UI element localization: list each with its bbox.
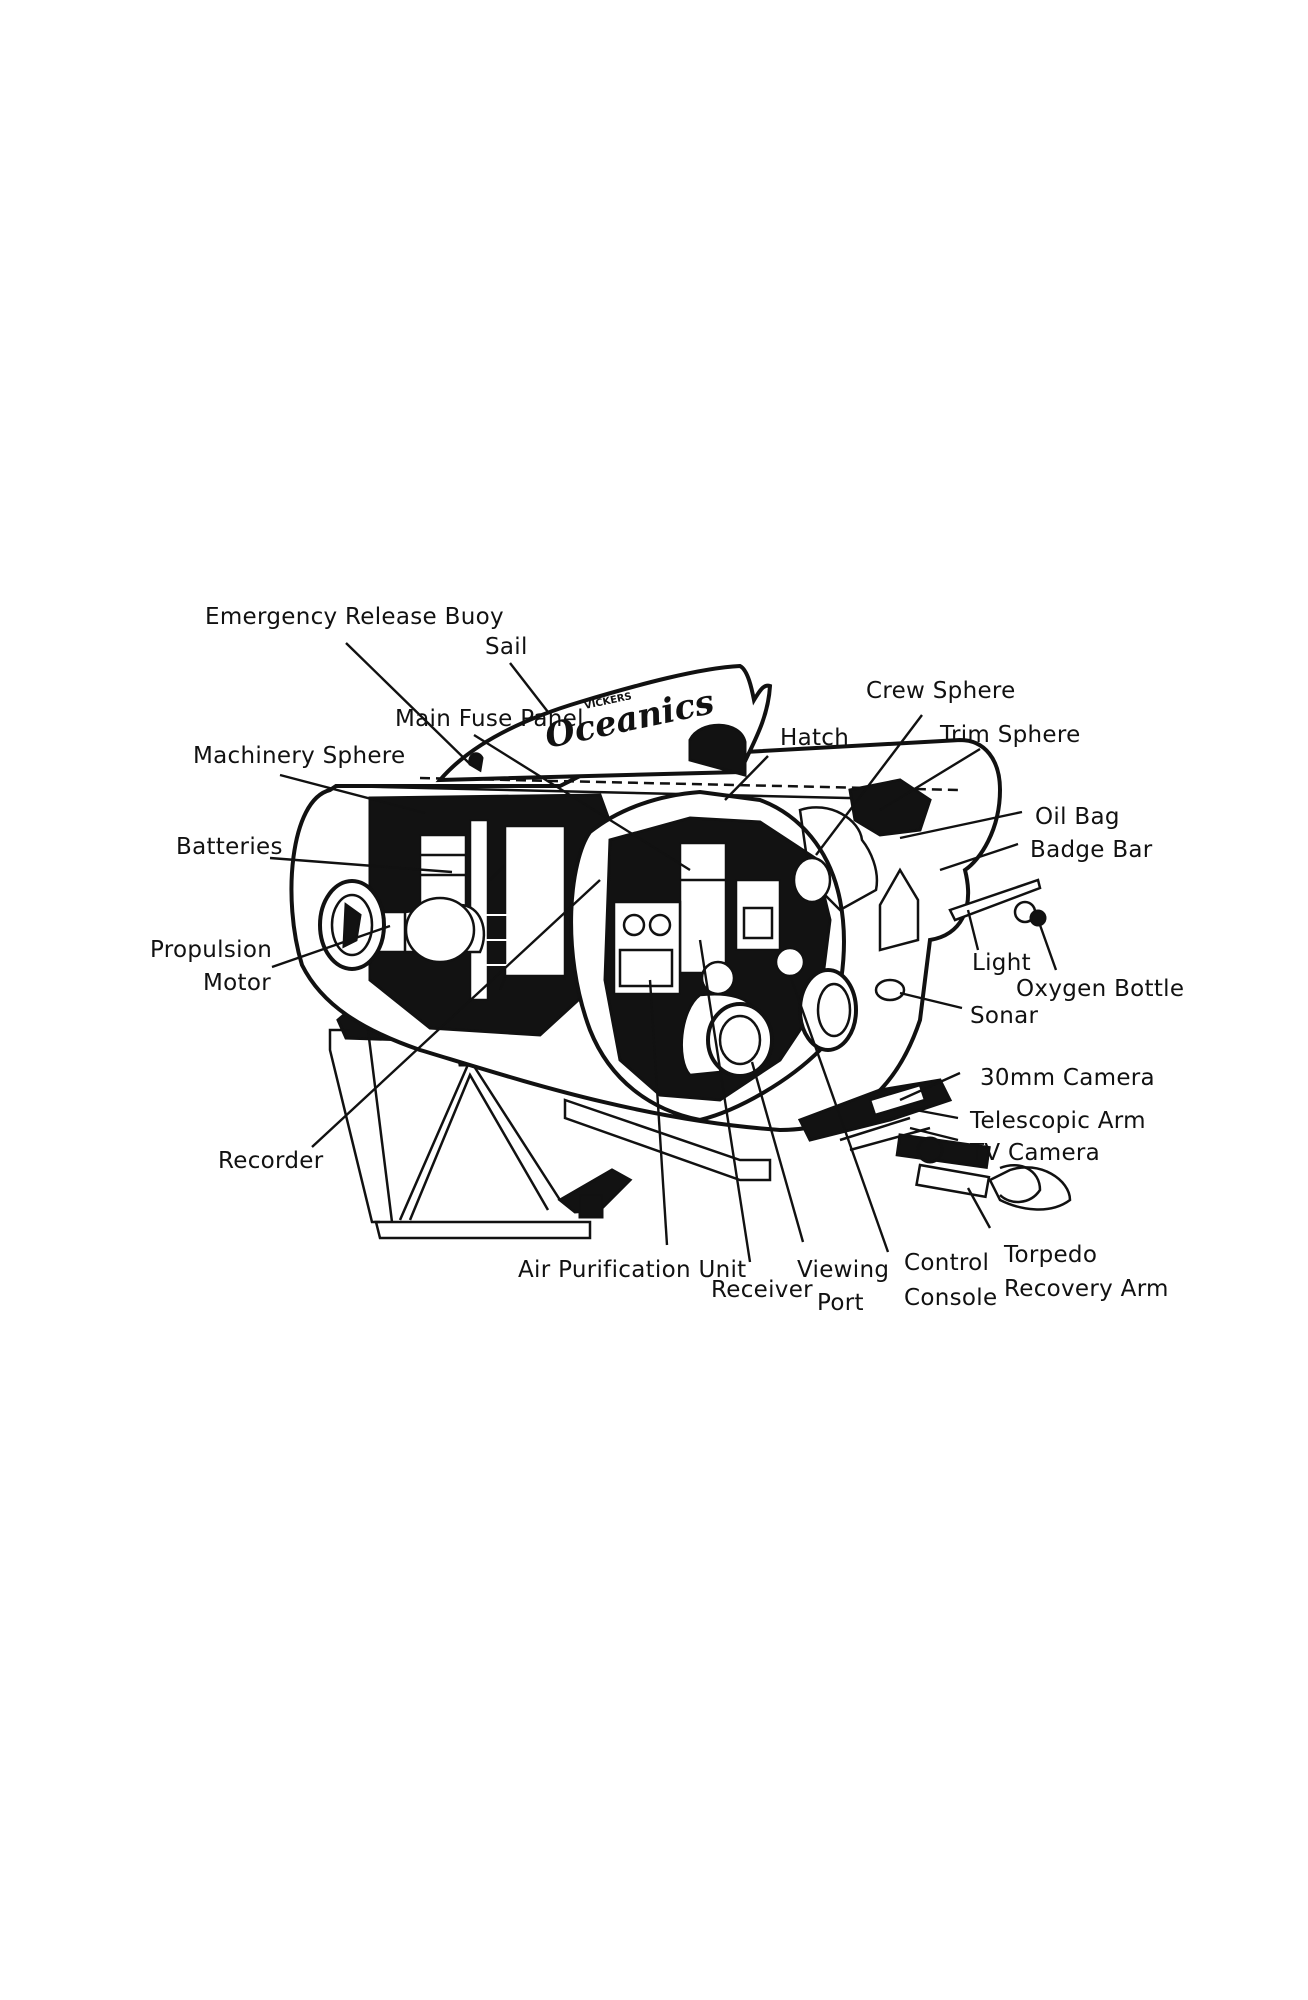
label-oxygen-bottle: Oxygen Bottle xyxy=(1016,976,1184,1002)
label-30mm-camera: 30mm Camera xyxy=(980,1065,1155,1091)
hatch-tower-shape xyxy=(688,723,747,777)
crew-sphere-section xyxy=(569,789,858,1123)
label-badge-bar: Badge Bar xyxy=(1030,837,1153,863)
label-propulsion-motor-line1: Propulsion xyxy=(150,937,272,963)
label-control-console-line1: Control xyxy=(904,1250,989,1276)
label-tv-camera: TV Camera xyxy=(969,1140,1100,1166)
label-torpedo-recovery-arm-line2: Recovery Arm xyxy=(1004,1276,1169,1302)
label-viewing-port-line2: Port xyxy=(817,1290,864,1316)
emergency-release-buoy-shape xyxy=(468,752,484,773)
label-main-fuse-panel: Main Fuse Panel xyxy=(395,706,584,732)
label-trim-sphere: Trim Sphere xyxy=(939,722,1081,748)
labels: Emergency Release Buoy Sail Main Fuse Pa… xyxy=(150,604,1184,1316)
label-recorder: Recorder xyxy=(218,1148,324,1174)
label-torpedo-recovery-arm-line1: Torpedo xyxy=(1003,1242,1097,1268)
sail: VICKERS Oceanics xyxy=(435,663,773,783)
label-machinery-sphere: Machinery Sphere xyxy=(193,743,406,769)
label-receiver: Receiver xyxy=(711,1277,813,1303)
label-telescopic-arm: Telescopic Arm xyxy=(969,1108,1146,1134)
label-emergency-release-buoy: Emergency Release Buoy xyxy=(205,604,504,630)
label-propulsion-motor-line2: Motor xyxy=(203,970,271,996)
badge-bar-shape xyxy=(948,878,1042,922)
label-control-console-line2: Console xyxy=(904,1285,997,1311)
label-air-purification-unit: Air Purification Unit xyxy=(518,1257,747,1283)
label-light: Light xyxy=(972,950,1031,976)
label-batteries: Batteries xyxy=(176,834,283,860)
label-viewing-port-line1: Viewing xyxy=(797,1257,889,1283)
forward-section xyxy=(792,778,1047,1002)
machinery-section xyxy=(318,793,622,1037)
leader-lines xyxy=(269,642,1058,1263)
label-sonar: Sonar xyxy=(970,1003,1039,1029)
label-hatch: Hatch xyxy=(780,725,849,751)
label-crew-sphere: Crew Sphere xyxy=(866,678,1016,704)
label-sail: Sail xyxy=(485,634,528,660)
label-oil-bag: Oil Bag xyxy=(1035,804,1120,830)
